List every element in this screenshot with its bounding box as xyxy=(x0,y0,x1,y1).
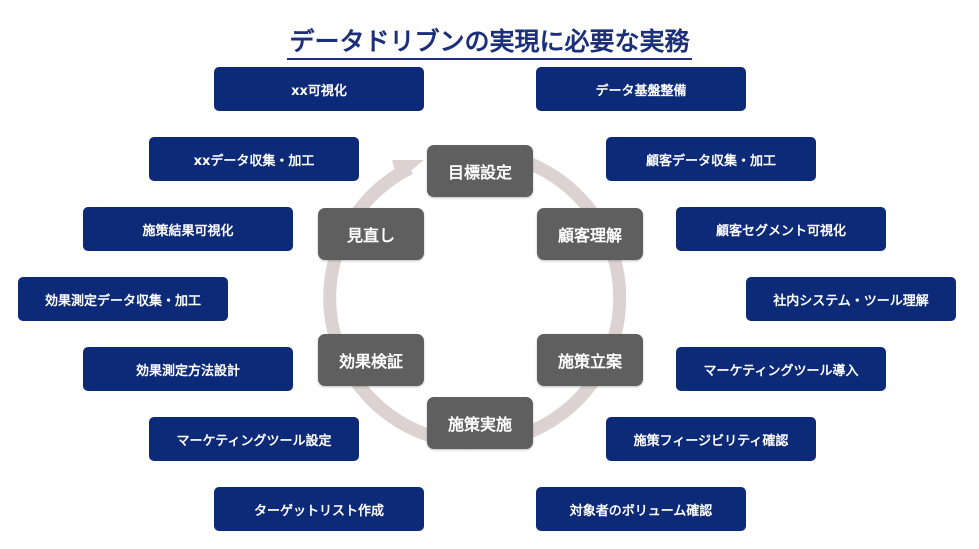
stage-review: 見直し xyxy=(318,208,424,260)
cycle-arrowhead-icon xyxy=(392,160,424,181)
task-right-3: 顧客セグメント可視化 xyxy=(676,207,886,251)
stage-plan-execution: 施策実施 xyxy=(427,397,533,449)
page-title: データドリブンの実現に必要な実務 xyxy=(0,22,979,60)
task-left-3: 施策結果可視化 xyxy=(83,207,293,251)
task-left-7: ターゲットリスト作成 xyxy=(214,487,424,531)
task-right-4: 社内システム・ツール理解 xyxy=(746,277,956,321)
stage-goal-setting: 目標設定 xyxy=(427,145,533,197)
task-right-7: 対象者のボリューム確認 xyxy=(536,487,746,531)
task-left-6: マーケティングツール設定 xyxy=(149,417,359,461)
task-right-6: 施策フィージビリティ確認 xyxy=(606,417,816,461)
stage-plan-creation: 施策立案 xyxy=(537,334,643,386)
task-right-1: データ基盤整備 xyxy=(536,67,746,111)
stage-customer-understanding: 顧客理解 xyxy=(537,208,643,260)
stage-effect-verification: 効果検証 xyxy=(318,334,424,386)
task-left-2: xxデータ収集・加工 xyxy=(149,137,359,181)
task-right-2: 顧客データ収集・加工 xyxy=(606,137,816,181)
task-left-5: 効果測定方法設計 xyxy=(83,347,293,391)
task-right-5: マーケティングツール導入 xyxy=(676,347,886,391)
task-left-1: xx可視化 xyxy=(214,67,424,111)
task-left-4: 効果測定データ収集・加工 xyxy=(18,277,228,321)
